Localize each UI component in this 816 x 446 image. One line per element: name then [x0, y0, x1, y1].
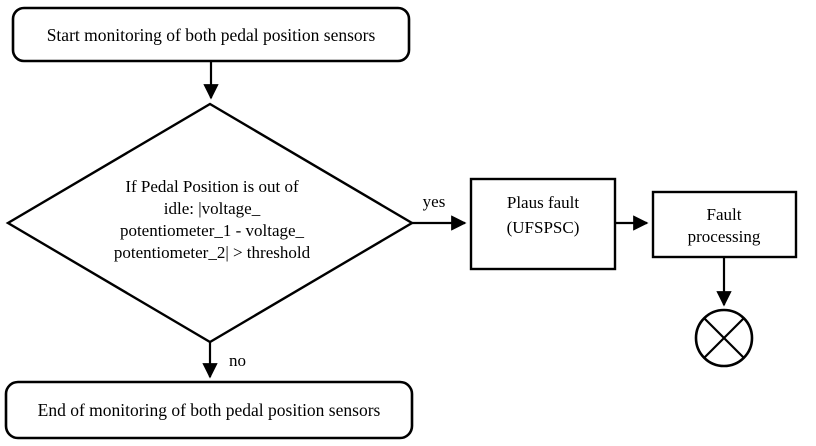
start-node — [11, 6, 411, 63]
fault-processing-node — [651, 190, 798, 259]
fault-processing-line-2: processing — [688, 227, 761, 246]
plaus-fault-line-2: (UFSPSC) — [507, 218, 580, 237]
decision-line-1: If Pedal Position is out of — [125, 177, 299, 196]
decision-line-3: potentiometer_1 - voltage_ — [120, 221, 305, 240]
yes-edge-label: yes — [423, 192, 446, 211]
terminator-cross-line-2 — [703, 317, 745, 359]
fault-processing-line-1: Fault — [707, 205, 742, 224]
start-node-label: Start monitoring of both pedal position … — [47, 25, 376, 45]
plaus-fault-line-1: Plaus fault — [507, 193, 580, 212]
crossed-circle-terminator-icon — [694, 308, 754, 368]
no-edge-label: no — [229, 351, 246, 370]
end-node-label: End of monitoring of both pedal position… — [38, 400, 381, 420]
end-node — [4, 380, 414, 440]
decision-line-2: idle: |voltage_ — [164, 199, 261, 218]
decision-line-4: potentiometer_2| > threshold — [114, 243, 311, 262]
